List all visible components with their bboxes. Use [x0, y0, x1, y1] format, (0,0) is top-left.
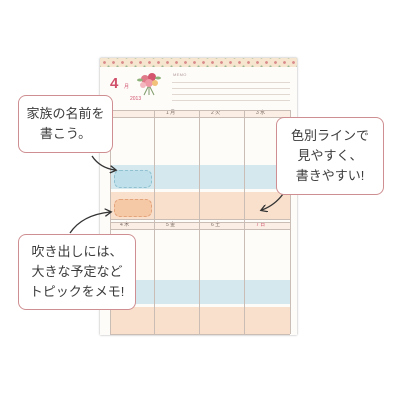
- blue-band-week2: [110, 280, 290, 304]
- callout-text: 吹き出しには、: [31, 244, 123, 259]
- arrow-bottom: [69, 212, 110, 234]
- grid-line: [110, 110, 290, 111]
- day-label-1: 1 月: [166, 110, 176, 116]
- callout-text: 家族の名前を: [26, 106, 105, 121]
- callout-text: 色別ラインで: [290, 128, 369, 143]
- week2-header: [110, 222, 290, 229]
- blue-name-sticker: [114, 170, 152, 188]
- day-label-7: 7 日: [256, 222, 266, 228]
- grid-line: [110, 334, 290, 335]
- arrow-left: [91, 155, 115, 170]
- year-label: 2013: [130, 96, 142, 102]
- day-label-4: 4 木: [120, 222, 130, 228]
- grid-line: [110, 219, 290, 220]
- peach-name-sticker: [114, 199, 152, 217]
- grid-line: [290, 110, 291, 334]
- flower-bouquet-icon: [137, 73, 161, 96]
- month-number: 4: [110, 75, 119, 92]
- callout-family-names: 家族の名前を 書こう。: [18, 95, 113, 153]
- callout-speech-bubbles: 吹き出しには、 大きな予定など トピックをメモ!: [18, 234, 136, 310]
- callout-color-lines: 色別ラインで 見やすく、 書きやすい!: [276, 117, 384, 195]
- grid-line: [154, 110, 155, 334]
- week1-header: [110, 110, 290, 117]
- day-label-6: 6 土: [211, 222, 221, 228]
- floral-border: [100, 58, 297, 67]
- month-unit: 月: [124, 84, 130, 90]
- memo-lines: [172, 77, 290, 101]
- callout-text: 見やすく、: [297, 148, 363, 163]
- grid-line: [110, 110, 111, 334]
- peach-band-week2: [110, 307, 290, 334]
- day-label-5: 5 金: [166, 222, 176, 228]
- callout-text: トピックをメモ!: [29, 284, 125, 299]
- grid-line: [199, 110, 200, 334]
- grid-line: [110, 229, 290, 230]
- day-label-2: 2 火: [211, 110, 221, 116]
- callout-text: 書こう。: [39, 126, 92, 141]
- memo-label: MEMO: [173, 72, 187, 77]
- grid-line: [110, 117, 290, 118]
- day-label-3: 3 水: [256, 110, 266, 116]
- callout-text: 大きな予定など: [31, 264, 123, 279]
- grid-line: [110, 222, 290, 223]
- callout-text: 書きやすい!: [295, 168, 365, 183]
- grid-line: [244, 110, 245, 334]
- arrow-right: [262, 193, 284, 210]
